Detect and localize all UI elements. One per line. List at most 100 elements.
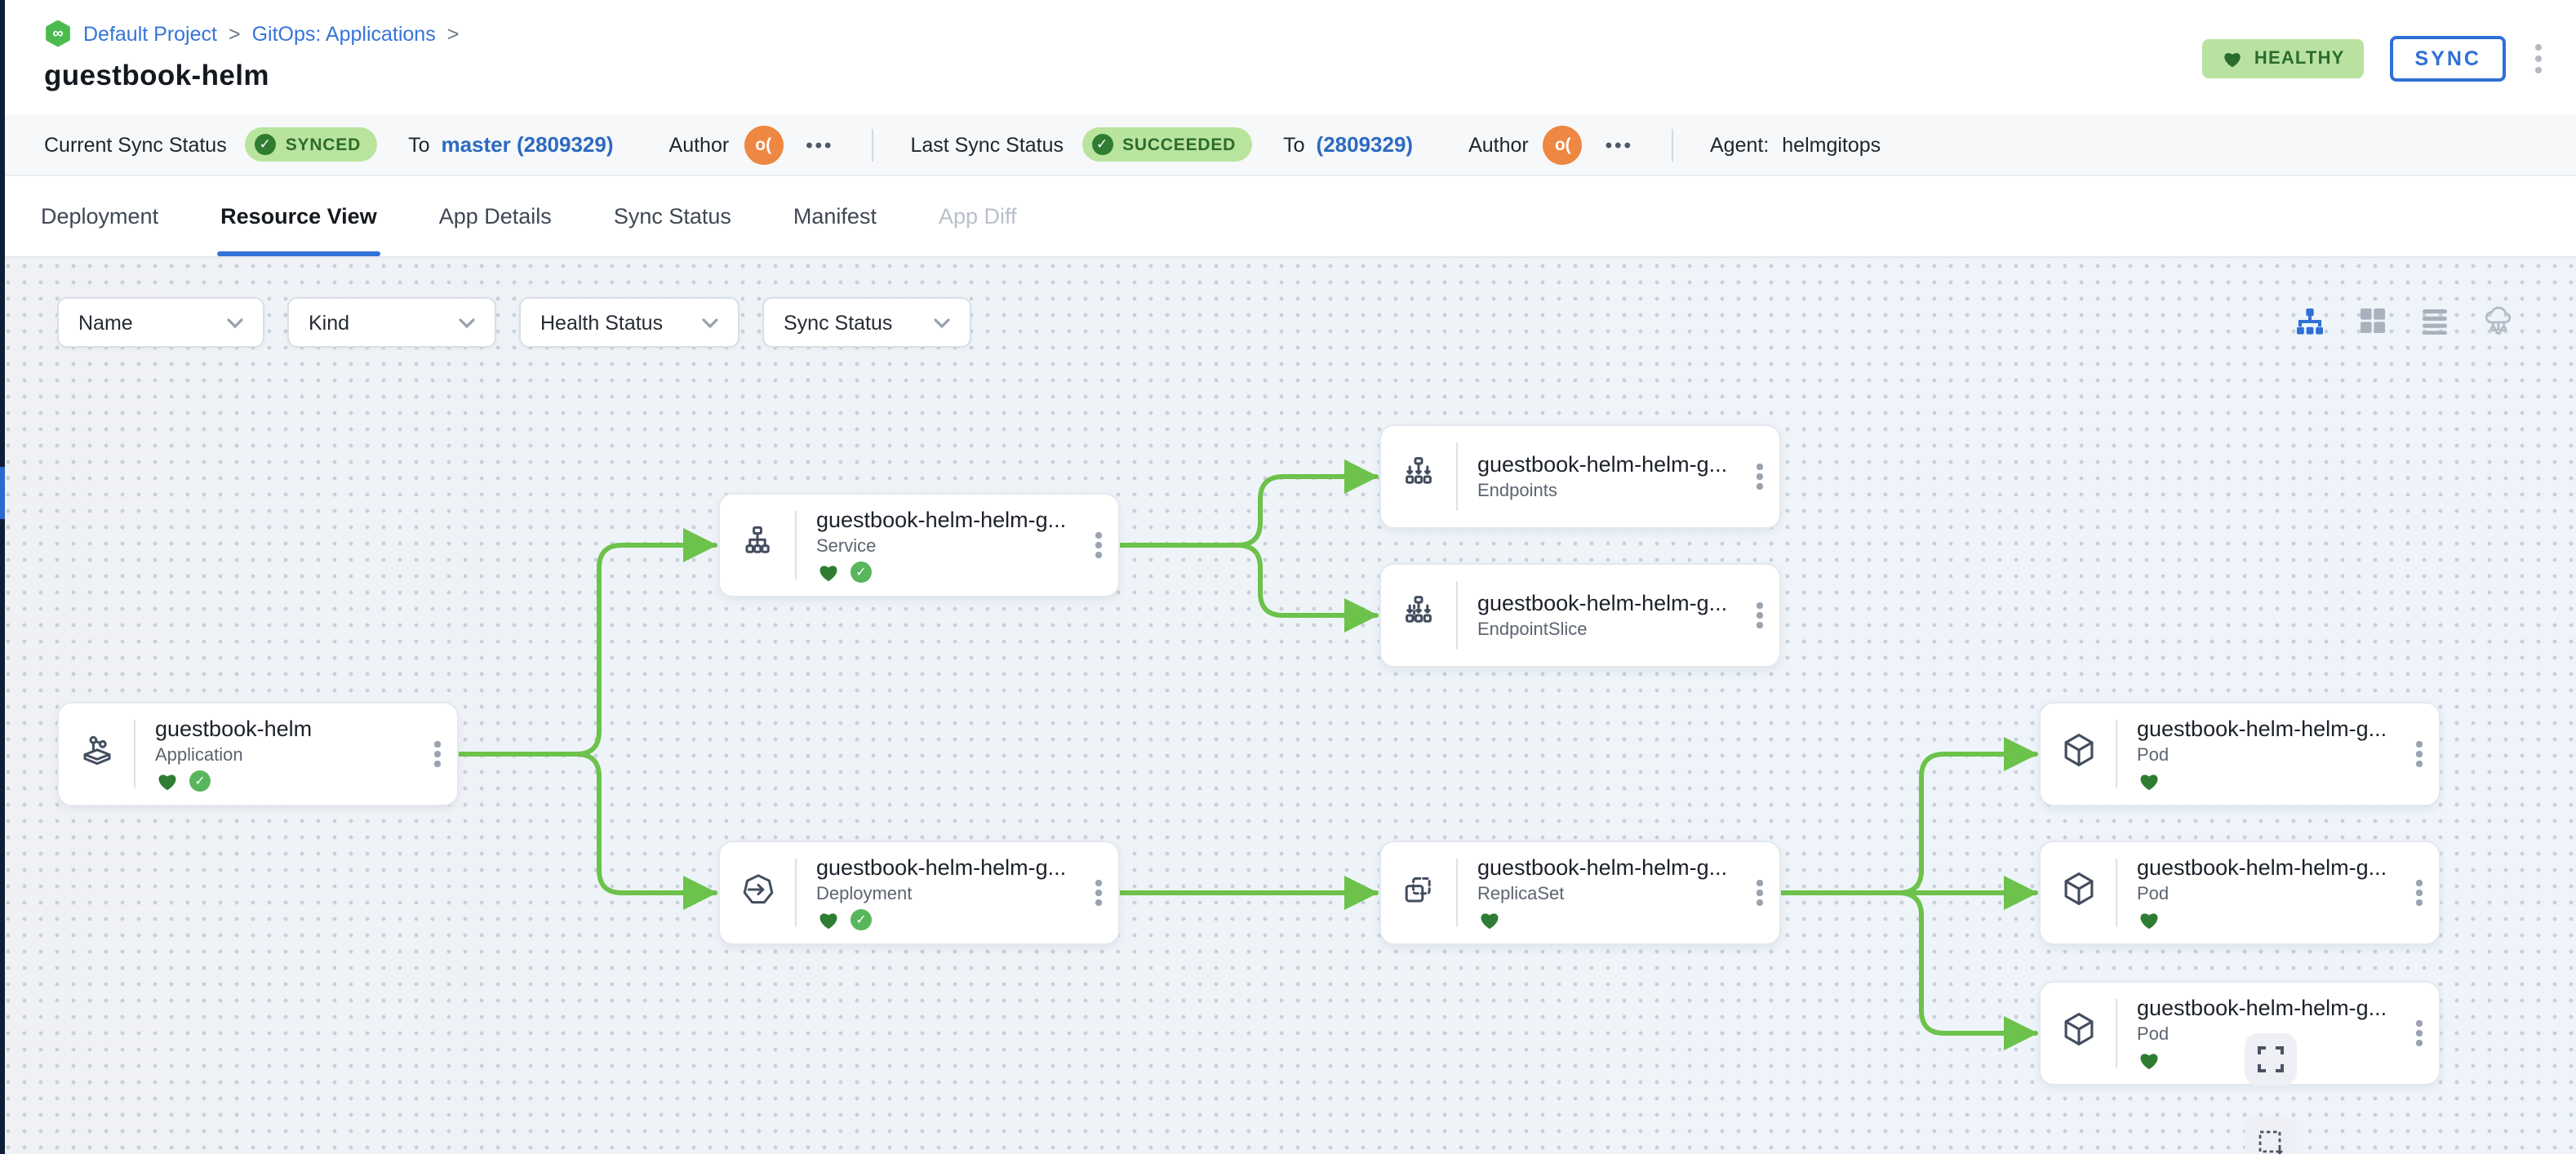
tab-app-diff: App Diff: [938, 204, 1017, 229]
collapsed-sidebar-edge[interactable]: [0, 0, 5, 1154]
selection-tool-button[interactable]: [2245, 1116, 2297, 1154]
more-commits-button[interactable]: •••: [1605, 133, 1633, 156]
pod-icon: [2059, 870, 2097, 916]
resource-node-endpoints[interactable]: guestbook-helm-helm-g... Endpoints: [1379, 424, 1781, 529]
health-healthy-icon: [819, 913, 837, 930]
selection-box-icon: [2258, 1130, 2282, 1154]
page-header: ∞ Default Project > GitOps: Applications…: [0, 0, 2576, 114]
author-avatar: o(: [744, 125, 784, 164]
node-kind: Pod: [2137, 884, 2170, 903]
check-circle-icon: ✓: [254, 134, 276, 155]
node-title: guestbook-helm-helm-g...: [1477, 591, 1728, 615]
node-kind: Pod: [2137, 745, 2170, 765]
breadcrumb-separator: >: [228, 22, 241, 45]
sidebar-active-indicator: [0, 467, 5, 519]
node-menu-button[interactable]: [2400, 703, 2439, 805]
divider: [871, 128, 873, 161]
fit-view-button[interactable]: [2245, 1033, 2297, 1085]
more-commits-button[interactable]: •••: [806, 133, 834, 156]
heart-icon: [2224, 52, 2241, 68]
node-title: guestbook-helm-helm-g...: [2137, 995, 2387, 1019]
last-sync-status-badge: ✓ SUCCEEDED: [1081, 127, 1253, 162]
node-title: guestbook-helm-helm-g...: [2137, 854, 2387, 879]
svg-text:∞: ∞: [52, 24, 63, 42]
check-circle-icon: ✓: [1091, 134, 1113, 155]
health-healthy-icon: [819, 566, 837, 582]
resource-node-replicaset[interactable]: guestbook-helm-helm-g... ReplicaSet: [1379, 841, 1781, 945]
node-kind: Application: [155, 745, 243, 765]
current-sync-status-badge: ✓ SYNCED: [244, 127, 378, 162]
filter-name-select[interactable]: Name: [57, 297, 264, 348]
node-menu-button[interactable]: [1740, 565, 1779, 666]
sync-status-bar: Current Sync Status ✓ SYNCED To master (…: [0, 114, 2576, 176]
application-icon: [78, 732, 115, 776]
node-title: guestbook-helm-helm-g...: [816, 854, 1067, 879]
resource-node-pod2[interactable]: guestbook-helm-helm-g... Pod: [2039, 841, 2441, 945]
to-label: To: [1283, 133, 1305, 156]
last-revision-link[interactable]: (2809329): [1316, 132, 1414, 157]
node-title: guestbook-helm-helm-g...: [2137, 716, 2387, 740]
replicaset-icon: [1401, 871, 1437, 915]
breadcrumb-link-project[interactable]: Default Project: [83, 22, 217, 45]
resource-node-pod1[interactable]: guestbook-helm-helm-g... Pod: [2039, 702, 2441, 806]
node-kind: Deployment: [816, 884, 913, 903]
author-avatar: o(: [1543, 125, 1583, 164]
fullscreen-icon: [2258, 1046, 2284, 1072]
cluster-view-icon[interactable]: [2483, 305, 2514, 336]
resource-graph-canvas: Name Kind Health Status Sync Status: [0, 258, 2576, 1154]
node-menu-button[interactable]: [1740, 842, 1779, 943]
node-menu-button[interactable]: [418, 703, 457, 805]
sync-button[interactable]: SYNC: [2390, 36, 2506, 82]
current-revision-link[interactable]: master (2809329): [441, 132, 614, 157]
node-kind: Pod: [2137, 1024, 2170, 1044]
agent-value: helmgitops: [1782, 133, 1881, 156]
node-kind: ReplicaSet: [1477, 884, 1565, 903]
app-menu-button[interactable]: [2532, 41, 2545, 77]
tree-view-icon[interactable]: [2295, 306, 2325, 335]
header-actions: HEALTHY SYNC: [2201, 36, 2545, 82]
filter-sync-status-select[interactable]: Sync Status: [762, 297, 971, 348]
tab-resource-view[interactable]: Resource View: [217, 176, 380, 256]
resource-node-pod3[interactable]: guestbook-helm-helm-g... Pod: [2039, 981, 2441, 1085]
node-menu-button[interactable]: [1079, 842, 1118, 943]
filter-kind-select[interactable]: Kind: [287, 297, 496, 348]
node-menu-button[interactable]: [2400, 983, 2439, 1084]
chevron-down-icon: [934, 317, 950, 327]
tab-manifest[interactable]: Manifest: [793, 204, 877, 229]
sync-synced-icon: ✓: [851, 561, 872, 583]
node-title: guestbook-helm: [155, 716, 313, 740]
health-healthy-icon: [158, 775, 176, 791]
chevron-down-icon: [702, 317, 718, 327]
node-menu-button[interactable]: [1079, 495, 1118, 596]
resource-node-deployment[interactable]: guestbook-helm-helm-g... Deployment ✓: [718, 841, 1120, 945]
codefresh-logo-icon: ∞: [44, 20, 72, 47]
sync-synced-icon: ✓: [189, 770, 211, 792]
node-menu-button[interactable]: [1740, 426, 1779, 527]
pod-icon: [2059, 731, 2097, 777]
breadcrumb: ∞ Default Project > GitOps: Applications…: [44, 20, 459, 47]
list-view-icon[interactable]: [2421, 307, 2449, 335]
resource-node-service[interactable]: guestbook-helm-helm-g... Service ✓: [718, 493, 1120, 597]
tab-deployment[interactable]: Deployment: [41, 204, 159, 229]
grid-view-icon[interactable]: [2359, 307, 2387, 335]
filter-health-status-select[interactable]: Health Status: [519, 297, 739, 348]
health-healthy-icon: [2140, 775, 2158, 791]
chevron-down-icon: [227, 317, 243, 327]
tab-app-details[interactable]: App Details: [438, 204, 552, 229]
health-healthy-icon: [1481, 913, 1499, 930]
resource-filters: Name Kind Health Status Sync Status: [57, 297, 971, 348]
node-kind: Endpoints: [1477, 482, 1557, 501]
resource-node-endpointslice[interactable]: guestbook-helm-helm-g... EndpointSlice: [1379, 563, 1781, 668]
breadcrumb-link-applications[interactable]: GitOps: Applications: [251, 22, 436, 45]
node-menu-button[interactable]: [2400, 842, 2439, 943]
to-label: To: [408, 133, 430, 156]
resource-node-app[interactable]: guestbook-helm Application ✓: [57, 702, 459, 806]
node-title: guestbook-helm-helm-g...: [816, 507, 1067, 531]
deployment-icon: [739, 871, 776, 915]
node-kind: Service: [816, 536, 877, 556]
tab-sync-status[interactable]: Sync Status: [613, 204, 731, 229]
service-icon: [739, 524, 775, 566]
sync-synced-icon: ✓: [851, 909, 872, 930]
view-mode-toggles: [2295, 305, 2514, 336]
